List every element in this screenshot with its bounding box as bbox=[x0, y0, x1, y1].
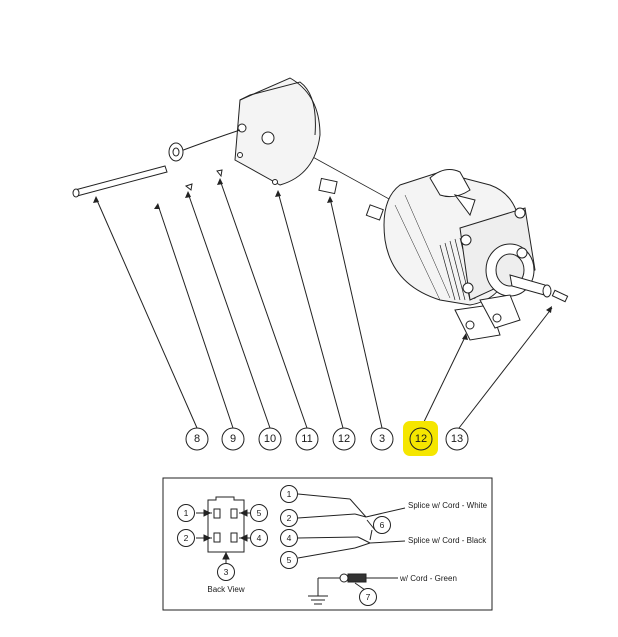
callout-12-a: 12 bbox=[332, 427, 356, 451]
pin-4-label: 4 bbox=[257, 533, 262, 543]
pin-2-label: 2 bbox=[184, 533, 189, 543]
wire-2-label: 2 bbox=[287, 513, 292, 523]
callout-12-b: 12 bbox=[409, 427, 433, 451]
callout-9-label: 9 bbox=[230, 433, 236, 445]
splice-callouts bbox=[280, 485, 391, 606]
wire-1-label: 1 bbox=[287, 489, 292, 499]
pin-5-label: 5 bbox=[257, 508, 262, 518]
connector-back-view bbox=[196, 496, 250, 563]
callout-12b-label: 12 bbox=[415, 433, 427, 445]
callout-8-label: 8 bbox=[194, 433, 200, 445]
wire-6-label: 6 bbox=[380, 520, 385, 530]
callout-9: 9 bbox=[221, 427, 245, 451]
callout-3: 3 bbox=[370, 427, 394, 451]
small-parts bbox=[72, 129, 569, 303]
callout-10: 10 bbox=[258, 427, 282, 451]
connector-pin-callouts bbox=[177, 504, 268, 581]
callout-11-label: 11 bbox=[301, 433, 312, 445]
callouts: 8 9 10 11 12 3 12 13 bbox=[185, 427, 469, 451]
splice-black-label: Splice w/ Cord - Black bbox=[408, 536, 487, 545]
splice-schematic bbox=[297, 493, 406, 605]
callout-13-label: 13 bbox=[451, 433, 463, 445]
callout-13: 13 bbox=[445, 427, 469, 451]
splice-white-label: Splice w/ Cord - White bbox=[408, 501, 488, 510]
callout-12a-label: 12 bbox=[338, 433, 350, 445]
leader-lines bbox=[95, 179, 553, 429]
back-view-label: Back View bbox=[207, 585, 244, 594]
leader-arrowheads bbox=[93, 178, 552, 340]
motor-assembly bbox=[299, 149, 552, 341]
callout-3-label: 3 bbox=[379, 433, 385, 445]
end-cover bbox=[234, 77, 321, 186]
pin-1-label: 1 bbox=[184, 508, 189, 518]
wire-7-label: 7 bbox=[366, 592, 371, 602]
callout-10-label: 10 bbox=[264, 433, 276, 445]
pin-3-label: 3 bbox=[224, 567, 229, 577]
callout-8: 8 bbox=[185, 427, 209, 451]
wire-4-label: 4 bbox=[287, 533, 292, 543]
cord-green-label: w/ Cord - Green bbox=[399, 574, 457, 583]
wire-5-label: 5 bbox=[287, 555, 292, 565]
callout-11: 11 bbox=[295, 427, 319, 451]
green-cord-terminal bbox=[339, 573, 367, 583]
